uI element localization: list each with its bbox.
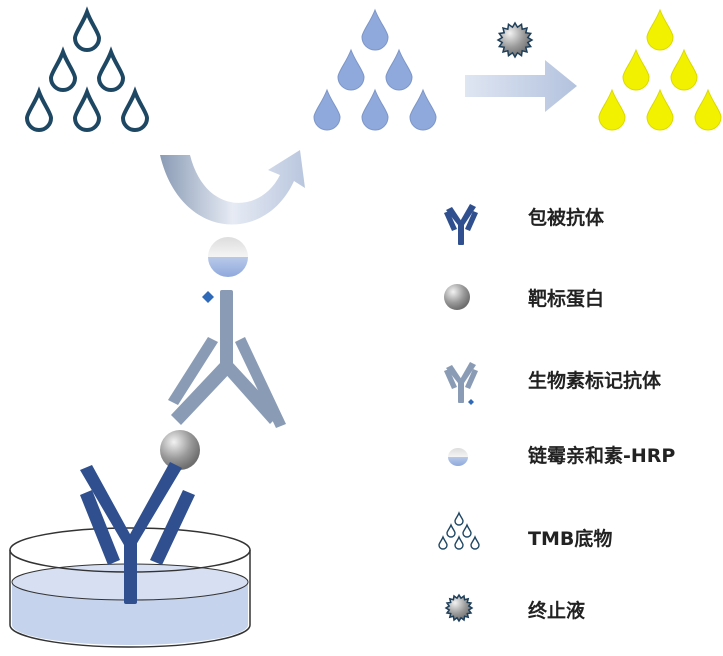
legend-label-stop-solution: 终止液 [528,600,586,622]
blue-drop [337,48,365,91]
substrate-drop [48,46,78,92]
biotin-labeled-antibody [168,290,286,428]
substrate-drop [24,86,54,132]
streptavidin-hrp-icon [448,448,468,466]
legend-label-streptavidin-hrp: 链霉亲和素-HRP [528,445,676,467]
yellow-drop [670,48,698,91]
substrate-drop [120,86,150,132]
coating-antibody-icon [444,204,478,245]
tmb-substrate-drops [24,6,150,132]
legend-label-biotin-antibody: 生物素标记抗体 [528,370,662,392]
blue-drop [361,8,389,51]
coating-antibody [80,462,195,604]
blue-drop [385,48,413,91]
legend-label-tmb-substrate: TMB底物 [528,528,613,550]
yellow-drop [598,88,626,131]
yellow-product-drops [598,8,722,131]
tmb-drops-icon [438,511,480,550]
star-shape [444,593,474,623]
legend-drop [454,511,464,526]
yellow-drop [646,8,674,51]
substrate-drop [96,46,126,92]
legend-drop [462,523,472,538]
star-shape [496,21,534,59]
biotin-antibody-icon [444,362,478,405]
blue-drop [409,88,437,131]
curved-arrow [160,150,305,225]
legend-drop [438,535,448,550]
yellow-drop [622,48,650,91]
legend-label-target-protein: 靶标蛋白 [528,288,605,310]
reaction-arrow [465,60,577,112]
legend-drop [454,535,464,550]
streptavidin-hrp-complex [208,237,248,277]
target-protein [160,430,200,470]
legend-label-coating-antibody: 包被抗体 [528,207,605,229]
blue-reaction-drops [313,8,437,131]
legend-drop [470,535,480,550]
target-protein-icon [444,284,470,310]
blue-drop [313,88,341,131]
blue-drop [361,88,389,131]
stop-solution-icon [444,593,474,623]
stop-solution-icon [496,21,534,59]
substrate-drop [72,86,102,132]
yellow-drop [646,88,674,131]
yellow-drop [694,88,722,131]
substrate-drop [72,6,102,52]
legend-drop [446,523,456,538]
